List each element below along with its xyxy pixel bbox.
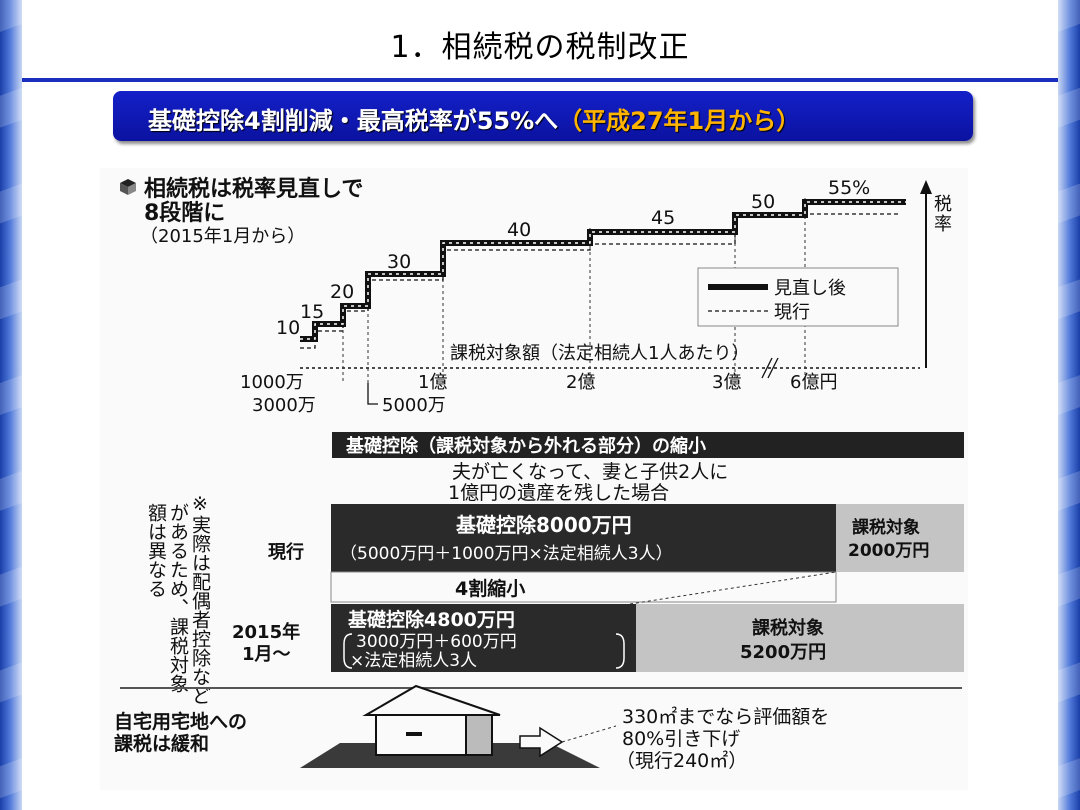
new-deduction-title: 基礎控除4800万円 — [347, 608, 515, 631]
rate-label-15: 15 — [300, 301, 324, 323]
x-tick-1oku: 1億 — [418, 372, 447, 393]
new-taxable-1: 課税対象 — [752, 617, 824, 639]
headline-banner-text: 基礎控除4割削減・最高税率が55%へ（平成27年1月から） — [148, 101, 800, 136]
article-heading-2: 8段階に — [144, 200, 225, 226]
current-deduction-formula: （5000万円＋1000万円×法定相続人3人） — [340, 544, 673, 564]
home-note-1: 330㎡までなら評価額を — [622, 705, 829, 728]
case-line-1: 夫が亡くなって、妻と子供2人に — [452, 461, 728, 483]
current-deduction-title: 基礎控除8000万円 — [456, 513, 632, 537]
x-tick-2oku: 2億 — [566, 372, 595, 393]
current-deduction-box — [331, 504, 836, 572]
banner-highlight-text: （平成27年1月から） — [558, 107, 801, 135]
article-heading-sub: （2015年1月から） — [140, 226, 305, 247]
title-underline — [22, 78, 1058, 82]
x-tick-3oku: 3億 — [712, 372, 741, 393]
y-axis-label-1: 税 — [934, 194, 952, 215]
section-title: 基礎控除（課税対象から外れる部分）の縮小 — [345, 435, 706, 457]
rate-label-10: 10 — [276, 317, 300, 339]
new-deduction-formula-2: ×法定相続人3人 — [350, 651, 477, 671]
left-decoration-bar — [0, 0, 22, 810]
x-tick-3000man: 3000万 — [252, 395, 316, 416]
house-side — [465, 712, 493, 756]
rate-label-30: 30 — [387, 251, 411, 273]
axis-break-mark-2 — [767, 357, 779, 379]
x-tick-5000-leader — [367, 383, 378, 405]
legend-box — [697, 267, 899, 327]
note-column-3: 額は異なる — [145, 503, 167, 598]
reduction-guide-line — [629, 571, 837, 605]
new-formula-bracket-right — [615, 633, 625, 669]
legend-after-label: 見直し後 — [774, 278, 846, 299]
home-note-3: （現行240㎡） — [616, 749, 747, 772]
legend-current-label: 現行 — [774, 302, 810, 323]
row-current-label: 現行 — [268, 541, 304, 563]
newspaper-clipping: 相続税は税率見直しで 8段階に （2015年1月から） 税 率 10 15 20… — [100, 168, 968, 790]
rate-label-45: 45 — [651, 207, 675, 229]
current-taxable-2: 2000万円 — [848, 541, 929, 561]
current-taxable-1: 課税対象 — [852, 517, 920, 538]
cube-icon-side — [120, 183, 128, 195]
x-axis-label: 課税対象額（法定相続人1人あたり） — [450, 343, 749, 364]
current-taxable-box — [836, 504, 964, 572]
clipping-figure: 相続税は税率見直しで 8段階に （2015年1月から） 税 率 10 15 20… — [114, 176, 964, 772]
home-note-2: 80%引き下げ — [622, 728, 740, 750]
banner-main-text: 基礎控除4割削減・最高税率が55%へ — [148, 107, 559, 135]
x-tick-6oku: 6億円 — [790, 372, 837, 393]
rate-label-40: 40 — [507, 219, 531, 241]
section-title-bar — [332, 432, 964, 458]
note-column-1: ※実際は配偶者控除など — [189, 493, 211, 705]
new-deduction-box — [331, 604, 636, 672]
home-title-2: 課税は緩和 — [114, 732, 209, 755]
rate-label-55: 55% — [828, 177, 870, 199]
note-column-2: があるため、課税対象 — [167, 503, 189, 693]
rate-label-50: 50 — [751, 191, 775, 213]
arrow-icon — [519, 726, 564, 758]
headline-banner — [113, 91, 973, 141]
axis-break-mark — [761, 357, 773, 379]
slide-title: 1．相続税の税制改正 — [390, 30, 690, 65]
rate-label-20: 20 — [330, 281, 354, 303]
row-new-label-1: 2015年 — [232, 621, 300, 643]
reduction-band — [330, 571, 837, 603]
case-line-2: 1億円の遺産を残した場合 — [448, 482, 669, 504]
home-note-leader — [561, 725, 617, 743]
y-axis-label-2: 率 — [934, 214, 952, 235]
new-formula-bracket-left — [343, 633, 353, 669]
y-axis-arrow — [920, 180, 932, 194]
new-taxable-2: 5200万円 — [740, 642, 826, 663]
home-title-1: 自宅用宅地への — [114, 710, 247, 733]
row-new-label-2: 1月〜 — [242, 644, 291, 665]
x-tick-1000man: 1000万 — [240, 372, 304, 393]
new-taxable-box — [636, 604, 964, 672]
cube-icon-front — [128, 183, 136, 195]
house-window — [406, 732, 422, 736]
current-rate-line — [300, 213, 900, 349]
house-roof — [362, 684, 501, 716]
right-decoration-bar — [1058, 0, 1080, 810]
article-heading-1: 相続税は税率見直しで — [144, 176, 363, 202]
revised-rate-line-pattern — [300, 201, 906, 340]
new-deduction-formula-1: 3000万円＋600万円 — [356, 632, 517, 652]
x-tick-5000man: 5000万 — [382, 395, 446, 416]
reduction-label: 4割縮小 — [455, 577, 525, 600]
